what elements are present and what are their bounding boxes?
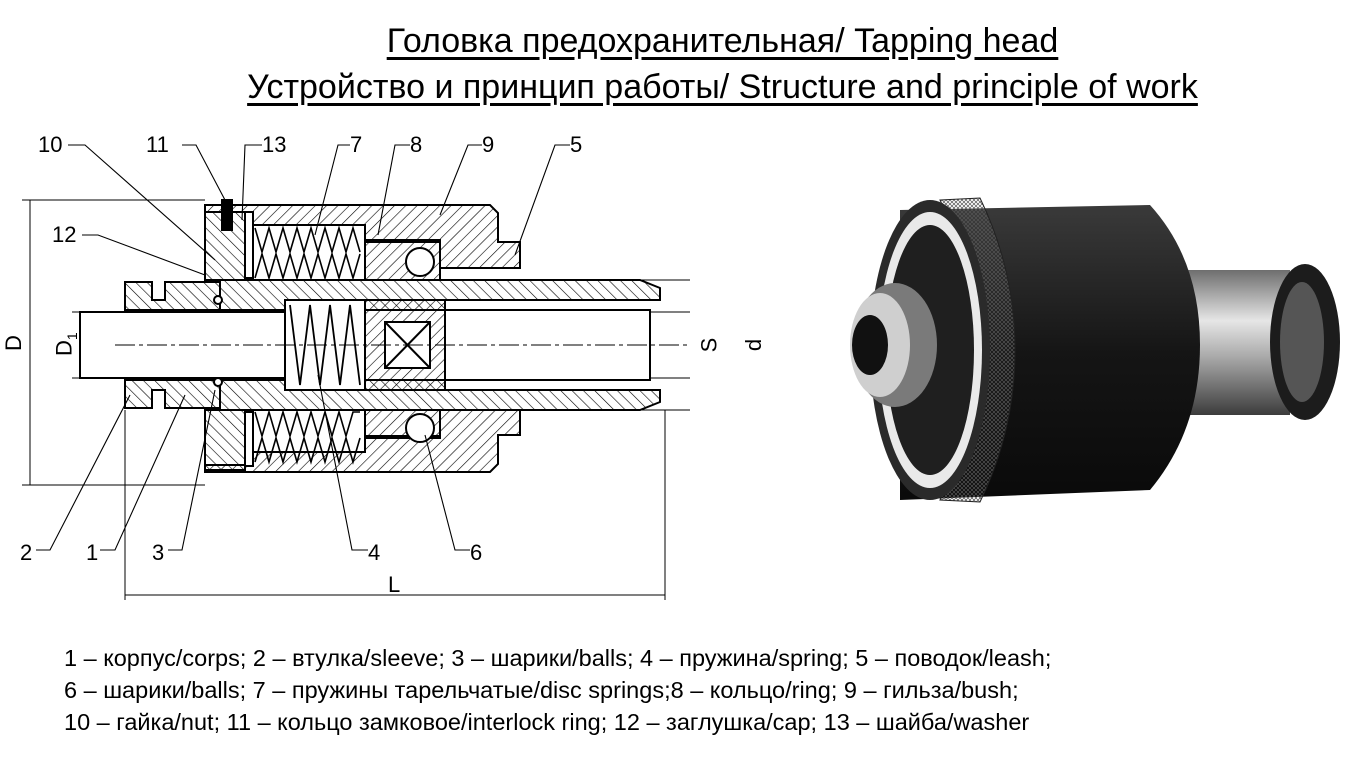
callout-labels: 10 11 13 7 8 9 5 12 2 1 3 4 6 D D1 S d L [0,132,767,597]
callout-7: 7 [350,132,363,157]
callout-4: 4 [368,540,381,565]
title-line-2: Устройство и принцип работы/ Structure a… [247,68,1198,106]
cross-section-drawing [22,144,690,600]
leader-lines [36,144,570,551]
callout-13: 13 [262,132,287,157]
legend-line-2: 6 – шарики/balls; 7 – пружины тарельчаты… [64,677,1019,703]
title-line-1: Головка предохранительная/ Tapping head [386,22,1059,60]
dim-d: d [741,338,767,352]
callout-6: 6 [470,540,483,565]
legend-line-1: 1 – корпус/corps; 2 – втулка/sleeve; 3 –… [64,645,1052,671]
callout-2: 2 [20,540,33,565]
bore-and-spring [79,299,651,391]
dim-S: S [696,337,722,353]
tapping-head-photo [850,197,1340,503]
callout-10: 10 [38,132,63,157]
dim-D1: D1 [51,332,81,357]
disc-springs [254,225,361,465]
nut-washer-ring [204,199,254,471]
balls [213,247,435,443]
callout-3: 3 [152,540,165,565]
dim-D: D [0,335,26,351]
dim-L: L [388,572,401,597]
callout-1: 1 [86,540,99,565]
callout-9: 9 [482,132,495,157]
legend-line-3: 10 – гайка/nut; 11 – кольцо замковое/int… [64,709,1030,735]
dimension-lines [22,199,690,600]
callout-8: 8 [410,132,423,157]
callout-12: 12 [52,222,77,247]
callout-11: 11 [146,132,169,157]
callout-5: 5 [570,132,583,157]
